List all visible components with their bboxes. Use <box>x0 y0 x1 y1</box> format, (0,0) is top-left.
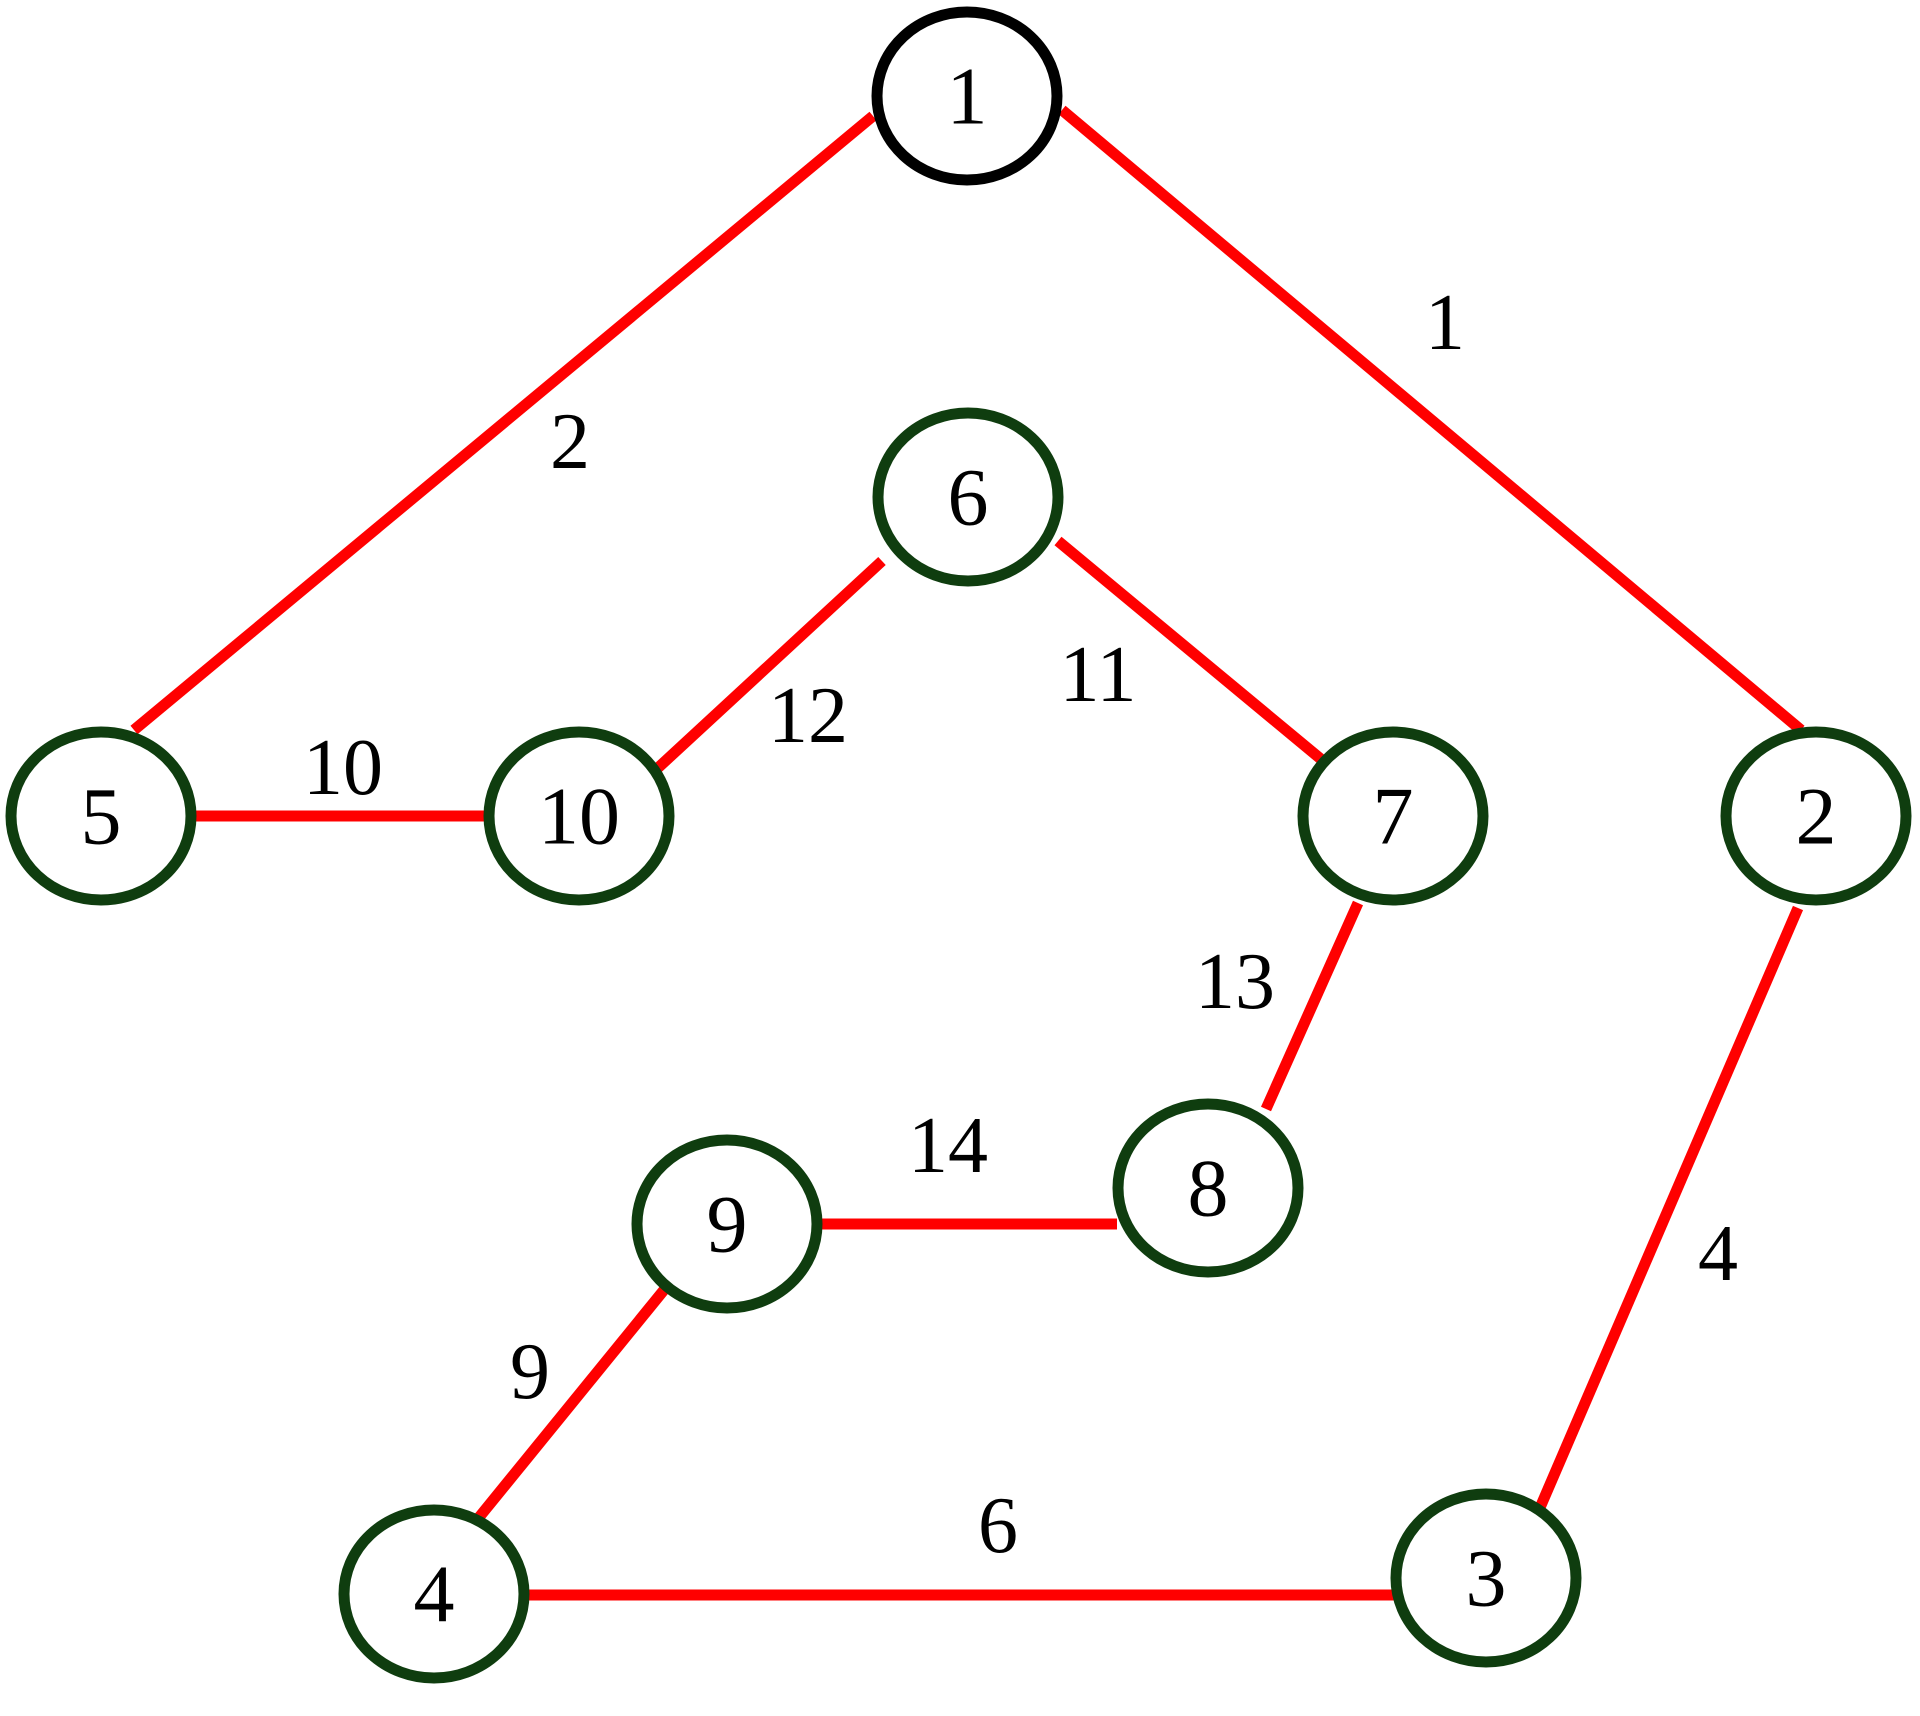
node-circle-5 <box>5 726 197 906</box>
node-circle-3 <box>1390 1488 1582 1668</box>
edge-7-8 <box>1260 900 1364 1112</box>
node-label-10: 10 <box>538 771 620 862</box>
edge-4-9 <box>467 1286 669 1530</box>
edges-layer <box>130 105 1805 1601</box>
node-6: 6 <box>872 407 1064 587</box>
node-label-4: 4 <box>414 1549 455 1640</box>
node-9: 9 <box>631 1134 823 1314</box>
node-1: 1 <box>871 6 1063 186</box>
node-3: 3 <box>1390 1488 1582 1668</box>
node-label-8: 8 <box>1188 1143 1229 1234</box>
node-7: 7 <box>1297 726 1489 906</box>
edge-weight-9-8: 14 <box>908 1102 988 1190</box>
node-circle-7 <box>1297 726 1489 906</box>
edge-2-3 <box>1533 905 1804 1513</box>
edge-6-7 <box>1054 536 1326 765</box>
node-10: 10 <box>483 726 675 906</box>
node-circle-8 <box>1112 1098 1304 1278</box>
node-circle-9 <box>631 1134 823 1314</box>
node-4: 4 <box>338 1504 530 1684</box>
edge-1-5 <box>130 111 877 735</box>
edge-weight-1-2: 1 <box>1425 279 1465 367</box>
node-8: 8 <box>1112 1098 1304 1278</box>
node-5: 5 <box>5 726 197 906</box>
edge-weight-3-4: 6 <box>978 1482 1018 1570</box>
edge-6-10 <box>643 556 886 783</box>
edge-weight-2-3: 4 <box>1698 1210 1738 1298</box>
node-circle-10 <box>483 726 675 906</box>
node-circle-2 <box>1720 726 1912 906</box>
node-circle-4 <box>338 1504 530 1684</box>
node-label-9: 9 <box>707 1179 748 1270</box>
edge-weight-6-7: 11 <box>1059 631 1136 719</box>
node-label-1: 1 <box>947 51 988 142</box>
node-circle-6 <box>872 407 1064 587</box>
node-label-6: 6 <box>948 452 989 543</box>
edge-1-2 <box>1058 105 1805 735</box>
node-2: 2 <box>1720 726 1912 906</box>
node-circle-1 <box>871 6 1063 186</box>
node-label-2: 2 <box>1796 771 1837 862</box>
edge-weight-1-5: 2 <box>550 398 590 486</box>
edge-weight-7-8: 13 <box>1195 938 1275 1026</box>
edge-weight-6-10: 12 <box>768 672 848 760</box>
edge-weight-4-9: 9 <box>510 1328 550 1416</box>
node-label-5: 5 <box>81 771 122 862</box>
node-label-3: 3 <box>1466 1533 1507 1624</box>
node-label-7: 7 <box>1373 771 1414 862</box>
edge-weight-5-10: 10 <box>303 724 383 812</box>
